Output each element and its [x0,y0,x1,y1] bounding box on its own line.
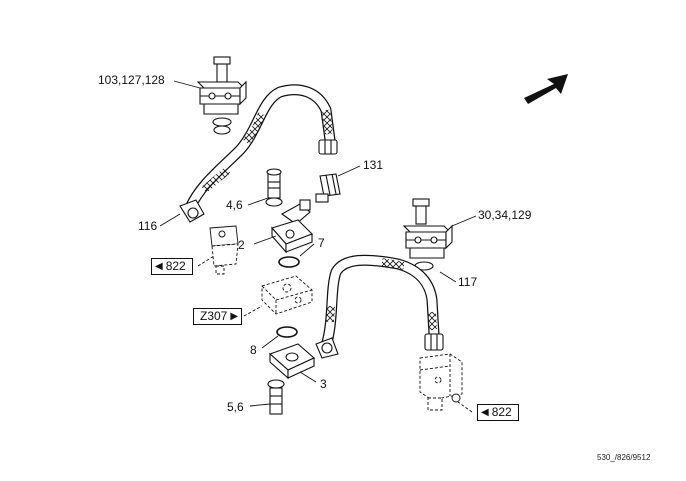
triangle-right-icon: ▶ [230,311,239,322]
triangle-left-icon: ◀ [155,261,163,272]
pipe-117 [315,254,444,359]
label-2: 2 [238,238,245,252]
ref-822-left-label: 822 [165,259,186,273]
clamp-right-assembly [402,198,453,271]
seal-7 [278,256,300,268]
label-117: 117 [458,275,478,289]
flange-3 [268,343,316,380]
label-131: 131 [363,158,384,172]
bolt-5-6 [267,379,285,415]
seal-8 [276,326,298,338]
pipe-116 [179,84,338,223]
elbow-fitting [280,199,311,225]
ref-822-left[interactable]: ◀ 822 [151,258,193,275]
drawing-code: 530_/826/9512 [597,453,651,462]
ref-z307-label: Z307 [200,309,228,323]
label-5-6: 5,6 [227,400,244,414]
ref-z307[interactable]: Z307 ▶ [193,308,243,325]
ref-822-right[interactable]: ◀ 822 [477,404,519,421]
elbow-fitting-131 [315,173,341,203]
ref-822-right-label: 822 [491,405,512,419]
label-3: 3 [320,377,327,391]
label-4-6: 4,6 [226,198,243,212]
label-30-34-129: 30,34,129 [478,208,532,222]
direction-arrow-icon [524,74,568,104]
label-8: 8 [250,343,257,357]
bolt-4-6 [265,168,283,207]
valve-block-left [209,225,239,275]
triangle-left-icon: ◀ [481,407,489,418]
leader-lines [159,80,477,413]
clamp-top-assembly [196,56,247,135]
pump-housing [261,275,313,315]
valve-block-right [419,353,463,411]
label-7: 7 [318,236,325,250]
label-103-127-128: 103,127,128 [98,73,165,87]
label-116: 116 [138,219,158,233]
flange-2 [271,219,313,254]
